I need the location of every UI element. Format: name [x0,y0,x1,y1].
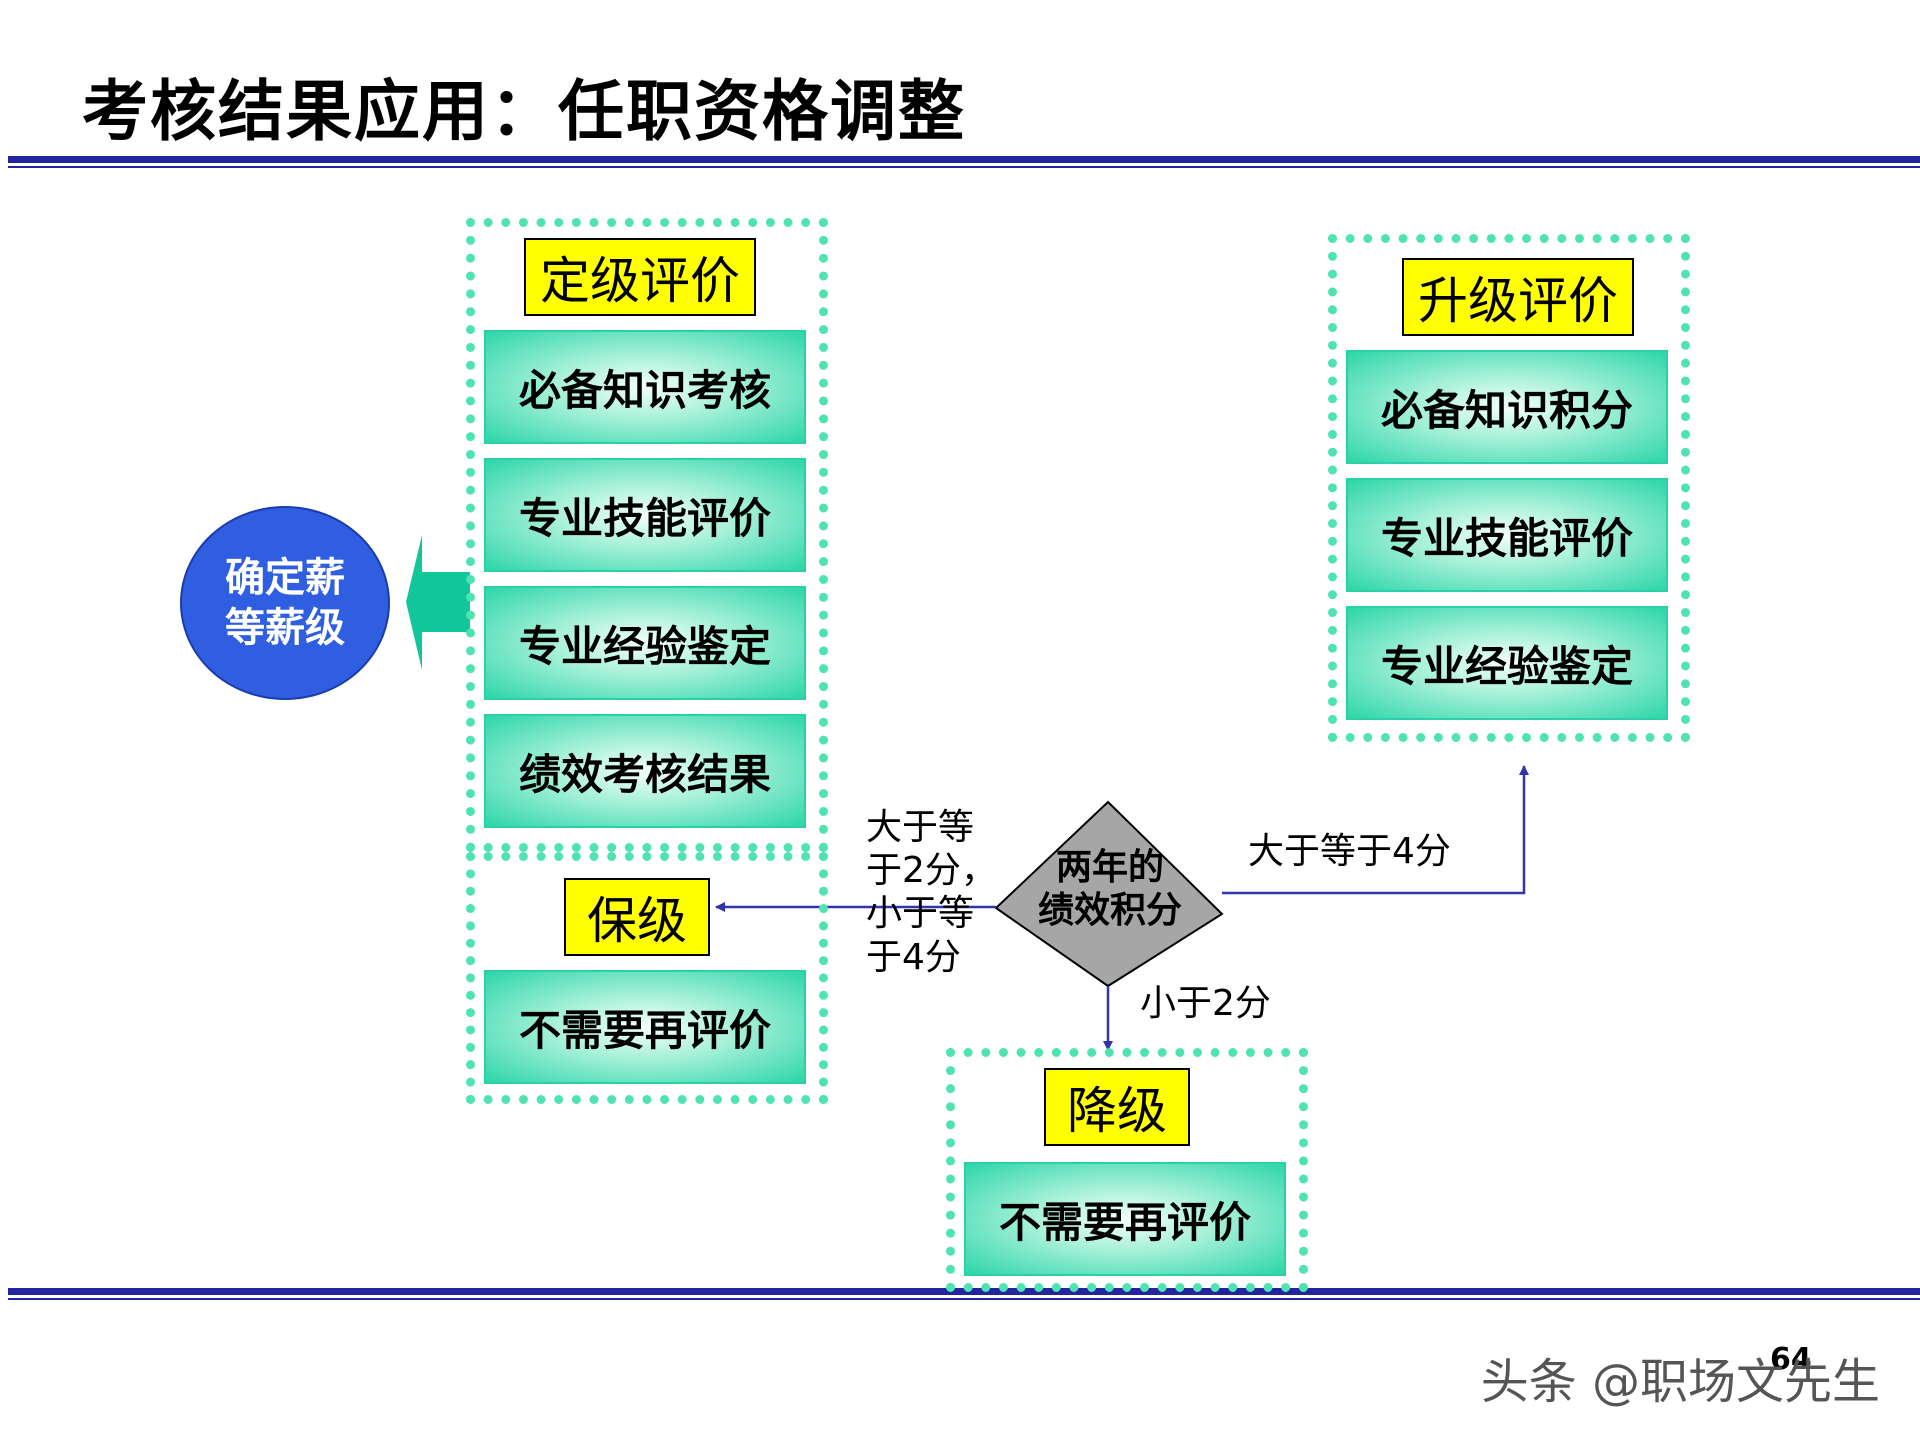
decision-line1: 两年的 [1055,847,1164,888]
page-number: 64 [1770,1342,1812,1377]
salary-grade-circle: 确定薪 等薪级 [180,506,390,700]
condition-keep-line: 小于等 [866,893,975,935]
upgrade-eval-item: 专业技能评价 [1346,478,1668,592]
grade-eval-item: 必备知识考核 [484,330,806,444]
keep-grade-group [466,852,828,1104]
watermark: 头条 @职场文先生 [1480,1354,1880,1410]
grade-eval-item: 绩效考核结果 [484,714,806,828]
upgrade-eval-item: 专业经验鉴定 [1346,606,1668,720]
grade-eval-item: 专业技能评价 [484,458,806,572]
page-title: 考核结果应用：任职资格调整 [82,73,966,150]
upgrade-eval-item: 必备知识积分 [1346,350,1668,464]
big-left-arrow [406,535,470,670]
top-rule [8,156,1920,168]
grade-eval-item: 专业经验鉴定 [484,586,806,700]
keep-grade-label: 保级 [564,878,710,956]
arrow-to-upgrade [1222,765,1529,895]
condition-keep-line: 大于等 [866,807,975,848]
grade-eval-label: 定级评价 [524,238,756,316]
salary-circle-line1: 确定薪 [225,555,345,601]
condition-upgrade: 大于等于4分 [1248,831,1451,872]
salary-circle-line2: 等薪级 [225,605,345,651]
keep-grade-item: 不需要再评价 [484,970,806,1084]
downgrade-item: 不需要再评价 [964,1162,1286,1276]
condition-keep-line: 于2分， [866,850,997,892]
decision-text: 两年的 绩效积分 [1010,846,1210,932]
condition-keep: 大于等 于2分， 小于等 于4分 [866,806,997,979]
downgrade-group [946,1048,1308,1292]
condition-keep-line: 于4分 [866,936,961,978]
grade-eval-group [466,218,828,852]
downgrade-label: 降级 [1044,1068,1190,1146]
decision-line2: 绩效积分 [1037,890,1182,932]
upgrade-eval-group [1328,234,1690,742]
condition-downgrade: 小于2分 [1140,983,1271,1024]
upgrade-eval-label: 升级评价 [1402,258,1634,336]
